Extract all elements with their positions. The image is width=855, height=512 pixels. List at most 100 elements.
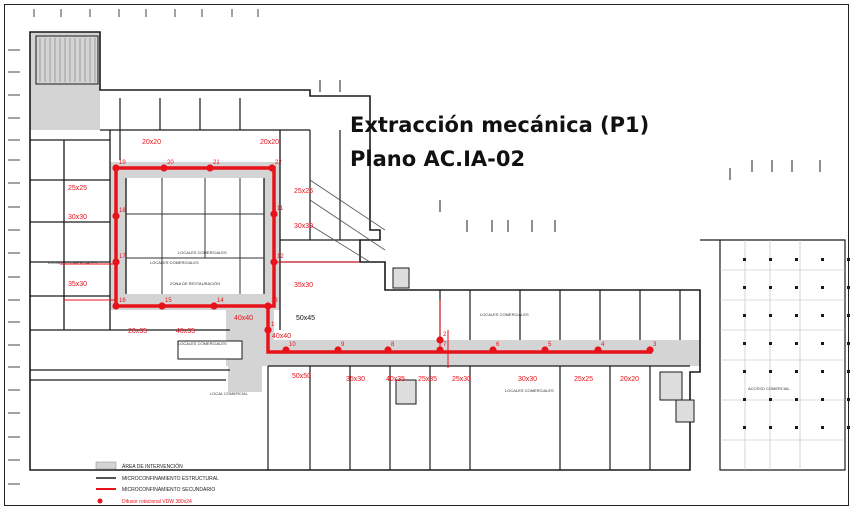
diffuser-dot (160, 164, 168, 172)
duct-size-label: 25x35 (418, 376, 437, 383)
column (769, 342, 772, 345)
diffuser-number: 15 (165, 298, 172, 304)
room-label: LOCALES COMERCIALES (150, 260, 199, 265)
stair-block (35, 35, 99, 85)
diffuser-number: 16 (119, 298, 126, 304)
diffuser-dot (210, 302, 218, 310)
diffuser-dot (206, 164, 214, 172)
diffuser-dot (436, 346, 444, 354)
diffuser-dot (112, 212, 120, 220)
column (769, 286, 772, 289)
diffuser-number: 14 (217, 298, 224, 304)
diffuser-dot (268, 164, 276, 172)
duct-size-label: 20x35 (128, 328, 147, 335)
stair-core (659, 371, 683, 401)
room-label: LOCALES COMERCIALES (178, 341, 227, 346)
duct-size-label: 25x25 (574, 376, 593, 383)
diffuser-number: 4 (601, 342, 605, 348)
legend-label: ÁREA DE INTERVENCIÓN (122, 463, 183, 470)
diffuser-number: 12 (277, 254, 284, 260)
diffuser-dot (112, 258, 120, 266)
drawing-frame (4, 4, 849, 506)
duct-size-label: 20x20 (620, 376, 639, 383)
column (795, 398, 798, 401)
duct-size-label: 40x40 (234, 315, 253, 322)
column (821, 426, 824, 429)
column (847, 286, 850, 289)
diffuser-number: 20 (167, 160, 174, 166)
column (821, 286, 824, 289)
room-label: LOCALES COMERCIALES (480, 312, 529, 317)
legend-label: MICROCONFINAMIENTO ESTRUCTURAL (122, 476, 219, 482)
column (743, 370, 746, 373)
column (743, 314, 746, 317)
diffuser-dot (594, 346, 602, 354)
diffuser-number: 2 (443, 332, 447, 338)
column (821, 342, 824, 345)
hatch-icon (95, 461, 117, 470)
drawing-title: Extracción mecánica (P1) (350, 113, 650, 137)
column (821, 398, 824, 401)
intervention-area (110, 162, 280, 310)
diffuser-number: 18 (119, 208, 126, 214)
duct-size-label: 40x40 (272, 333, 291, 340)
column (847, 342, 850, 345)
intervention-area (228, 362, 262, 392)
duct-size-label: 50x50 (292, 373, 311, 380)
stair-core (675, 399, 695, 423)
diffuser-number: 21 (213, 160, 220, 166)
diffuser-dot (264, 302, 272, 310)
diffuser-dot (489, 346, 497, 354)
column (847, 370, 850, 373)
plan-reference: Plano AC.IA-02 (350, 147, 526, 171)
column (769, 258, 772, 261)
column (795, 426, 798, 429)
duct-size-label: 30x30 (518, 376, 537, 383)
diffuser-number: 10 (289, 342, 296, 348)
duct-size-label: 20x20 (142, 139, 161, 146)
column (821, 314, 824, 317)
column (743, 398, 746, 401)
diffuser-number: 13 (271, 298, 278, 304)
diffuser-dot (270, 210, 278, 218)
diffuser-number: 19 (119, 160, 126, 166)
diffuser-number: 6 (496, 342, 500, 348)
column (769, 398, 772, 401)
column (795, 342, 798, 345)
column (847, 314, 850, 317)
wall (309, 179, 386, 231)
diffuser-dot (384, 346, 392, 354)
diffuser-number: 7 (443, 342, 447, 348)
column (769, 370, 772, 373)
column (795, 258, 798, 261)
room-label: LOCALES COMERCIALES (505, 388, 554, 393)
large-hall (700, 239, 846, 471)
diffuser-dot (541, 346, 549, 354)
duct-size-label: 35x30 (346, 376, 365, 383)
column (743, 286, 746, 289)
duct-size-label: 50x45 (296, 315, 315, 322)
stair-core (395, 379, 417, 405)
room-label: ACCESO COMERCIAL (748, 386, 791, 391)
building-outline (29, 31, 701, 471)
diffuser-number: 9 (341, 342, 345, 348)
wall (309, 224, 371, 263)
column (769, 314, 772, 317)
diffuser-dot (112, 302, 120, 310)
stair-core (392, 267, 410, 289)
entrance-box (177, 340, 243, 360)
legend-label: MICROCONFINAMIENTO SECUNDARIO (122, 487, 215, 493)
column (821, 370, 824, 373)
column (847, 426, 850, 429)
column (795, 370, 798, 373)
room-label: LOCALES COMERCIALES (178, 250, 227, 255)
diffuser-dot (112, 164, 120, 172)
column (847, 398, 850, 401)
room-label: LOCALES COMERCIALES (48, 260, 97, 265)
duct-size-label: 40x35 (386, 376, 405, 383)
diffuser-number: 17 (119, 254, 126, 260)
duct-size-label: 40x35 (176, 328, 195, 335)
